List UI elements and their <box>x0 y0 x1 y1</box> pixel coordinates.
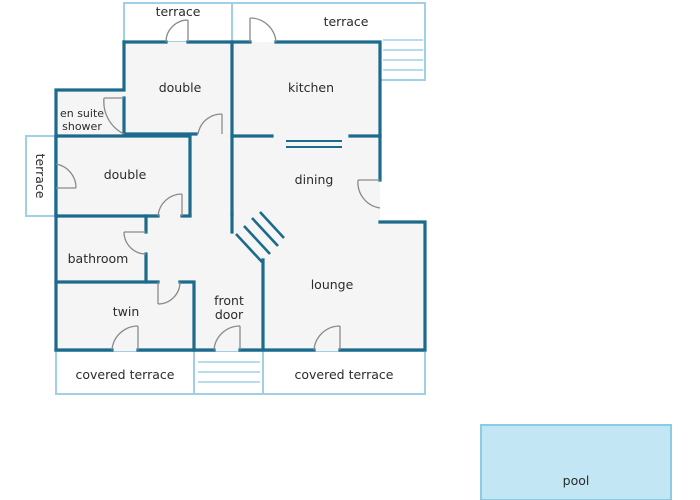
kitchen-hatch <box>286 140 342 148</box>
walls <box>54 40 427 352</box>
terrace-steps-top <box>383 39 423 71</box>
label-en-suite-1: en suite <box>60 107 104 120</box>
room-labels: terrace terrace double kitchen en suite … <box>33 4 589 488</box>
label-terrace-left: terrace <box>33 154 48 199</box>
label-front-door-1: front <box>214 293 244 308</box>
label-kitchen: kitchen <box>288 80 334 95</box>
label-en-suite-2: shower <box>62 120 102 133</box>
label-pool: pool <box>563 473 590 488</box>
internal-stairs <box>235 211 285 263</box>
label-double-top: double <box>159 80 202 95</box>
house-floor <box>56 42 425 351</box>
doors <box>55 17 381 351</box>
label-bathroom: bathroom <box>68 251 129 266</box>
pool-area <box>480 424 672 500</box>
label-lounge: lounge <box>311 277 354 292</box>
label-front-door-2: door <box>215 307 244 322</box>
label-covered-terrace-right: covered terrace <box>295 367 394 382</box>
label-terrace-top-left: terrace <box>156 4 201 19</box>
front-steps <box>198 361 260 383</box>
label-twin: twin <box>113 304 140 319</box>
label-terrace-top-right: terrace <box>324 14 369 29</box>
label-double-mid: double <box>104 167 147 182</box>
label-covered-terrace-left: covered terrace <box>76 367 175 382</box>
label-dining: dining <box>295 172 334 187</box>
